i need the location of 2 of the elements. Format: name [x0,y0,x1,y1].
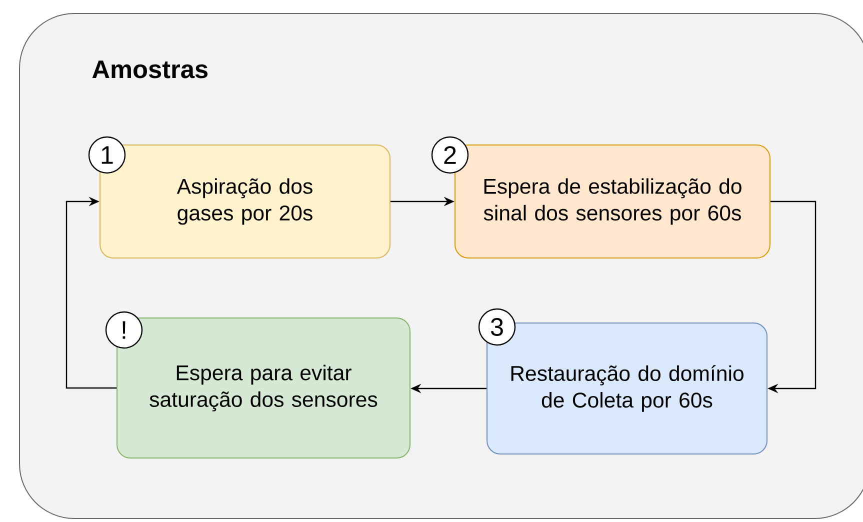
process-box: Espera de estabilização do sinal dos sensores por 60s [454,144,770,258]
arrow [66,196,116,389]
